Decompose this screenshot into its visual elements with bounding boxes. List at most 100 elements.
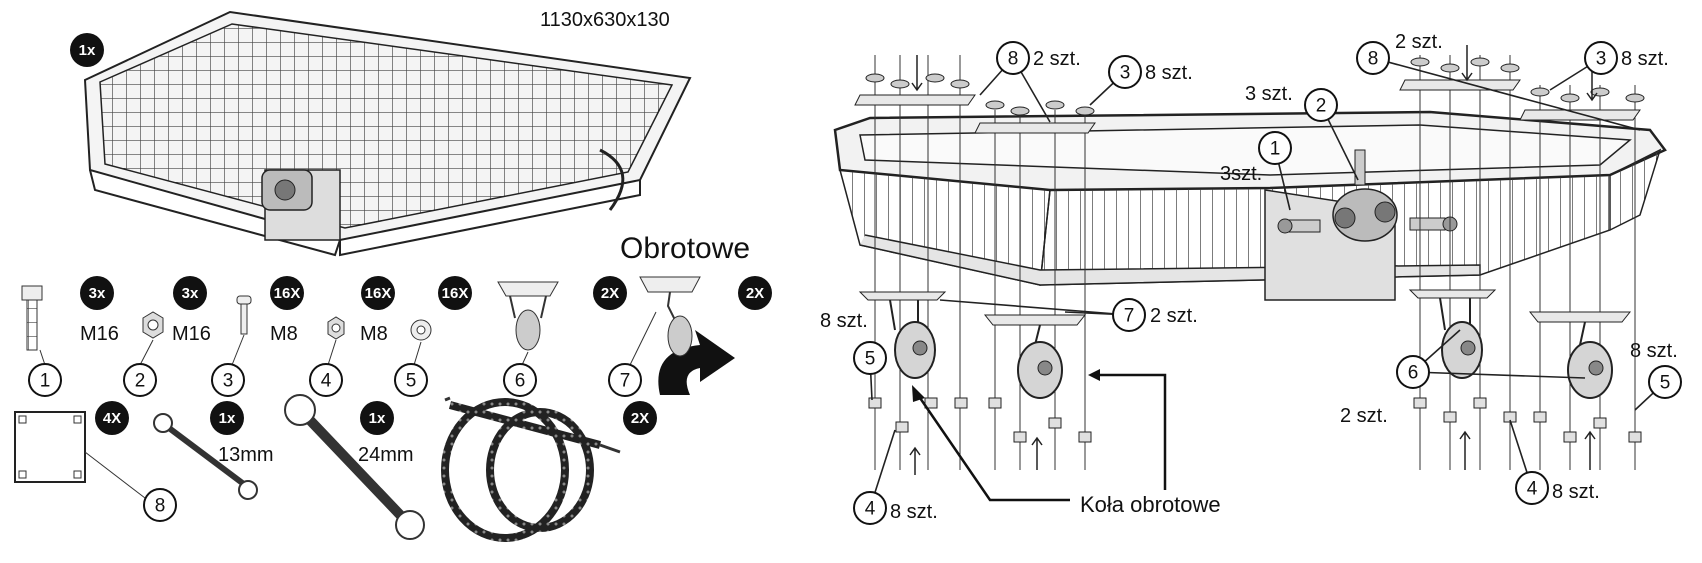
wrench-24mm-icon [284, 394, 425, 540]
part-nut-m8-icon [327, 316, 345, 340]
svg-text:4X: 4X [103, 410, 121, 427]
qty-text-3szt-mid: 3szt. [1220, 163, 1262, 185]
qty-text-8szt-right: 8 szt. [1630, 340, 1678, 362]
callout-3-left: 3 [1108, 55, 1142, 89]
kola-obrotowe-label: Koła obrotowe [1080, 492, 1221, 517]
qty-badge-part-4: 16X [361, 276, 395, 310]
obrotowe-label: Obrotowe [620, 232, 750, 265]
svg-text:2: 2 [135, 371, 146, 392]
arrow-markers [909, 45, 1598, 475]
part-washer-icon [410, 319, 432, 341]
callout-8-left: 8 [996, 41, 1030, 75]
qty-text-3szt-top: 3 szt. [1245, 83, 1293, 105]
qty-text-8szt-left: 8 szt. [820, 310, 868, 332]
svg-text:1: 1 [40, 371, 51, 392]
top-plate-right-a [1399, 57, 1521, 91]
callout-6: 6 [1396, 355, 1430, 389]
callout-8-right: 8 [1356, 41, 1390, 75]
svg-text:2X: 2X [746, 285, 764, 302]
wrench24-size-label: 24mm [358, 444, 414, 466]
qty-badge-part-3: 16X [270, 276, 304, 310]
svg-text:7: 7 [620, 371, 631, 392]
svg-text:8: 8 [1368, 49, 1379, 70]
svg-text:4: 4 [1527, 479, 1538, 500]
part-number-6: 6 [503, 363, 537, 397]
callout-5-right: 5 [1648, 365, 1682, 399]
callout-3-right: 3 [1584, 41, 1618, 75]
part-number-7: 7 [608, 363, 642, 397]
part-number-5: 5 [394, 363, 428, 397]
callout-4-left: 4 [853, 491, 887, 525]
qty-text-2szt-a: 2 szt. [1033, 48, 1081, 70]
svg-text:3: 3 [1120, 63, 1131, 84]
callout-4-right: 4 [1515, 471, 1549, 505]
rotation-arrow-icon [658, 330, 735, 395]
svg-text:3: 3 [223, 371, 234, 392]
wheel-swivel-right [1528, 311, 1632, 399]
part-size-label-1: M16 [80, 323, 119, 345]
dimensions-label: 1130x630x130 [540, 9, 670, 31]
svg-text:8: 8 [155, 496, 166, 517]
qty-badge-part-5: 16X [438, 276, 472, 310]
svg-text:16X: 16X [365, 285, 392, 302]
svg-text:7: 7 [1124, 306, 1135, 327]
part-fixed-caster-icon [497, 281, 559, 351]
svg-text:3: 3 [1596, 49, 1607, 70]
qty-badge-basket: 1x [70, 33, 104, 67]
svg-text:5: 5 [865, 349, 876, 370]
wheel-fixed-right [1408, 289, 1497, 379]
part-size-label-2: M16 [172, 323, 211, 345]
svg-text:16X: 16X [274, 285, 301, 302]
top-plate-left-b [974, 100, 1096, 134]
svg-text:2X: 2X [631, 410, 649, 427]
part-number-4: 4 [309, 363, 343, 397]
qty-badge-part-8: 4X [95, 401, 129, 435]
qty-text-8szt-4r: 8 szt. [1552, 481, 1600, 503]
part-bolt-m16-icon [21, 285, 43, 351]
basket-illustration [83, 10, 692, 257]
svg-text:4: 4 [865, 499, 876, 520]
svg-text:3x: 3x [89, 285, 106, 302]
qty-text-8szt-4l: 8 szt. [890, 501, 938, 523]
qty-badge-part-2: 3x [173, 276, 207, 310]
part-number-8: 8 [143, 488, 177, 522]
svg-text:16X: 16X [442, 285, 469, 302]
qty-badge-straps: 2X [623, 401, 657, 435]
part-number-2: 2 [123, 363, 157, 397]
wrench-13mm-icon [153, 413, 258, 500]
qty-text-2szt-b: 2 szt. [1395, 31, 1443, 53]
svg-text:8: 8 [1008, 49, 1019, 70]
svg-text:6: 6 [515, 371, 526, 392]
qty-badge-wrench24: 1x [360, 401, 394, 435]
assembly-guide-lines [874, 55, 1636, 470]
wheel-swivel-left [983, 314, 1087, 399]
part-number-3: 3 [211, 363, 245, 397]
svg-text:1x: 1x [219, 410, 236, 427]
top-plate-right-b [1519, 87, 1645, 121]
bottom-nuts [868, 397, 1642, 443]
top-plate-left-a [854, 73, 976, 106]
svg-text:6: 6 [1408, 363, 1419, 384]
qty-text-2szt-6: 2 szt. [1340, 405, 1388, 427]
qty-text-8szt-a: 8 szt. [1145, 62, 1193, 84]
bungee-straps-icon [441, 396, 621, 542]
qty-badge-part-1: 3x [80, 276, 114, 310]
svg-text:4: 4 [321, 371, 332, 392]
callout-7: 7 [1112, 298, 1146, 332]
svg-text:1: 1 [1270, 139, 1281, 160]
part-plate-icon [14, 411, 146, 499]
svg-text:1x: 1x [369, 410, 386, 427]
part-nut-m16-icon [142, 311, 164, 339]
part-number-1: 1 [28, 363, 62, 397]
svg-text:3x: 3x [182, 285, 199, 302]
wheel-fixed-left [858, 291, 947, 379]
qty-badge-part-7: 2X [738, 276, 772, 310]
svg-text:2X: 2X [601, 285, 619, 302]
part-bolt-m8-icon [236, 295, 252, 335]
svg-text:1x: 1x [79, 42, 96, 59]
part-swivel-caster-icon [639, 276, 701, 357]
part-size-label-3: M8 [270, 323, 298, 345]
part-size-label-4: M8 [360, 323, 388, 345]
qty-text-8szt-b: 8 szt. [1621, 48, 1669, 70]
